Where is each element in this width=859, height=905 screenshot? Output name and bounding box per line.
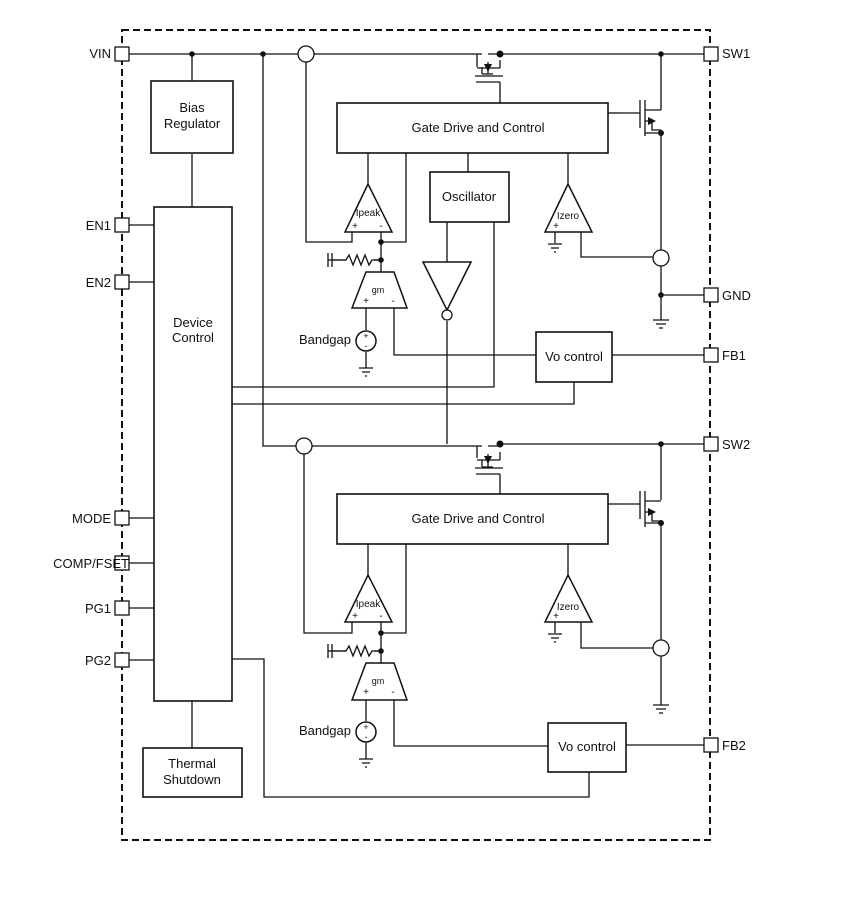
izero-plus-2: + [553, 611, 559, 622]
ground-symbols [359, 243, 669, 768]
izero-plus-1: + [553, 221, 559, 232]
oscillator-label: Oscillator [442, 189, 497, 204]
wires [129, 53, 704, 798]
oscillator-block: Oscillator [429, 171, 510, 223]
vo-control-label-1: Vo control [545, 349, 603, 364]
pin-vin: VIN [89, 46, 130, 62]
oscillator-buffer [421, 261, 473, 321]
pin-pg1-label: PG1 [85, 601, 111, 616]
izero-comparator-2: Izero + [543, 573, 594, 623]
bias-regulator-label-1: Bias [179, 100, 205, 115]
ipeak-label-2: Ipeak [356, 599, 381, 610]
vo-control-block-1: Vo control [535, 331, 613, 383]
gm-label-2: gm [372, 676, 385, 686]
gate-drive-label-1: Gate Drive and Control [412, 120, 545, 135]
pin-pg2-label: PG2 [85, 653, 111, 668]
gm-plus-1: + [363, 296, 369, 307]
high-side-pmos-2 [475, 440, 504, 475]
bias-regulator-block: Bias Regulator [150, 80, 234, 154]
pin-gnd: GND [703, 287, 751, 303]
pin-en2-label: EN2 [86, 275, 111, 290]
pin-en1-label: EN1 [86, 218, 111, 233]
ipeak-minus-2: - [379, 611, 382, 622]
gate-drive-label-2: Gate Drive and Control [412, 511, 545, 526]
gm-amplifier-1: gm + - [350, 271, 409, 309]
pin-fb1-label: FB1 [722, 348, 746, 363]
ipeak-comparator-2: Ipeak + - [343, 573, 394, 623]
ipeak-comparator-1: Ipeak + - [343, 182, 394, 233]
vo-control-label-2: Vo control [558, 739, 616, 754]
gate-drive-block-2: Gate Drive and Control [336, 493, 609, 545]
bandgap-label-1: Bandgap [299, 332, 351, 347]
pin-sw2-label: SW2 [722, 437, 750, 452]
ic-outline [121, 29, 711, 841]
gm-label-1: gm [372, 285, 385, 295]
ipeak-label-1: Ipeak [356, 208, 381, 219]
pin-sw2: SW2 [703, 436, 750, 452]
ipeak-plus-1: + [352, 221, 358, 232]
pin-mode-label: MODE [72, 511, 111, 526]
pin-pg2: PG2 [85, 652, 130, 668]
bandgap-source-1: + - Bandgap [299, 330, 377, 352]
device-control-label-2: Control [172, 330, 214, 345]
pin-sw1-label: SW1 [722, 46, 750, 61]
thermal-shutdown-label-1: Thermal [168, 756, 216, 771]
bandgap-plus-2: + [363, 722, 368, 732]
pin-gnd-label: GND [722, 288, 751, 303]
gm-minus-1: - [391, 296, 394, 307]
pin-en1: EN1 [86, 217, 130, 233]
pin-fb2-label: FB2 [722, 738, 746, 753]
pin-pg1: PG1 [85, 600, 130, 616]
ipeak-minus-1: - [379, 221, 382, 232]
izero-label-1: Izero [557, 211, 580, 222]
low-side-nmos-1 [620, 100, 664, 136]
izero-label-2: Izero [557, 602, 580, 613]
pin-en2: EN2 [86, 274, 130, 290]
pin-comp-fset: COMP/FSET [53, 555, 130, 571]
bandgap-minus-1: - [365, 341, 368, 351]
pin-fb2: FB2 [703, 737, 746, 753]
bias-regulator-label-2: Regulator [164, 116, 221, 131]
comp-network-2 [327, 644, 381, 658]
gm-plus-2: + [363, 687, 369, 698]
device-control-block: Device Control [153, 206, 233, 702]
vo-control-block-2: Vo control [547, 722, 627, 773]
gate-drive-block-1: Gate Drive and Control [336, 102, 609, 154]
pin-sw1: SW1 [703, 46, 750, 62]
current-sense-symbols [295, 45, 670, 657]
comp-network-1 [327, 253, 381, 267]
device-control-label-1: Device [173, 315, 213, 330]
izero-comparator-1: Izero + [543, 182, 594, 233]
bandgap-plus-1: + [363, 331, 368, 341]
pin-fb1: FB1 [703, 347, 746, 363]
pin-mode: MODE [72, 510, 130, 526]
high-side-pmos-1 [475, 50, 504, 83]
bandgap-source-2: + - Bandgap [299, 721, 377, 743]
ipeak-plus-2: + [352, 611, 358, 622]
gm-minus-2: - [391, 687, 394, 698]
bandgap-label-2: Bandgap [299, 723, 351, 738]
low-side-nmos-2 [620, 491, 664, 527]
gm-amplifier-2: gm + - [350, 662, 409, 701]
thermal-shutdown-label-2: Shutdown [163, 772, 221, 787]
thermal-shutdown-block: Thermal Shutdown [142, 747, 243, 798]
pin-comp-fset-label: COMP/FSET [53, 556, 129, 571]
pin-vin-label: VIN [89, 46, 111, 61]
bandgap-minus-2: - [365, 732, 368, 742]
